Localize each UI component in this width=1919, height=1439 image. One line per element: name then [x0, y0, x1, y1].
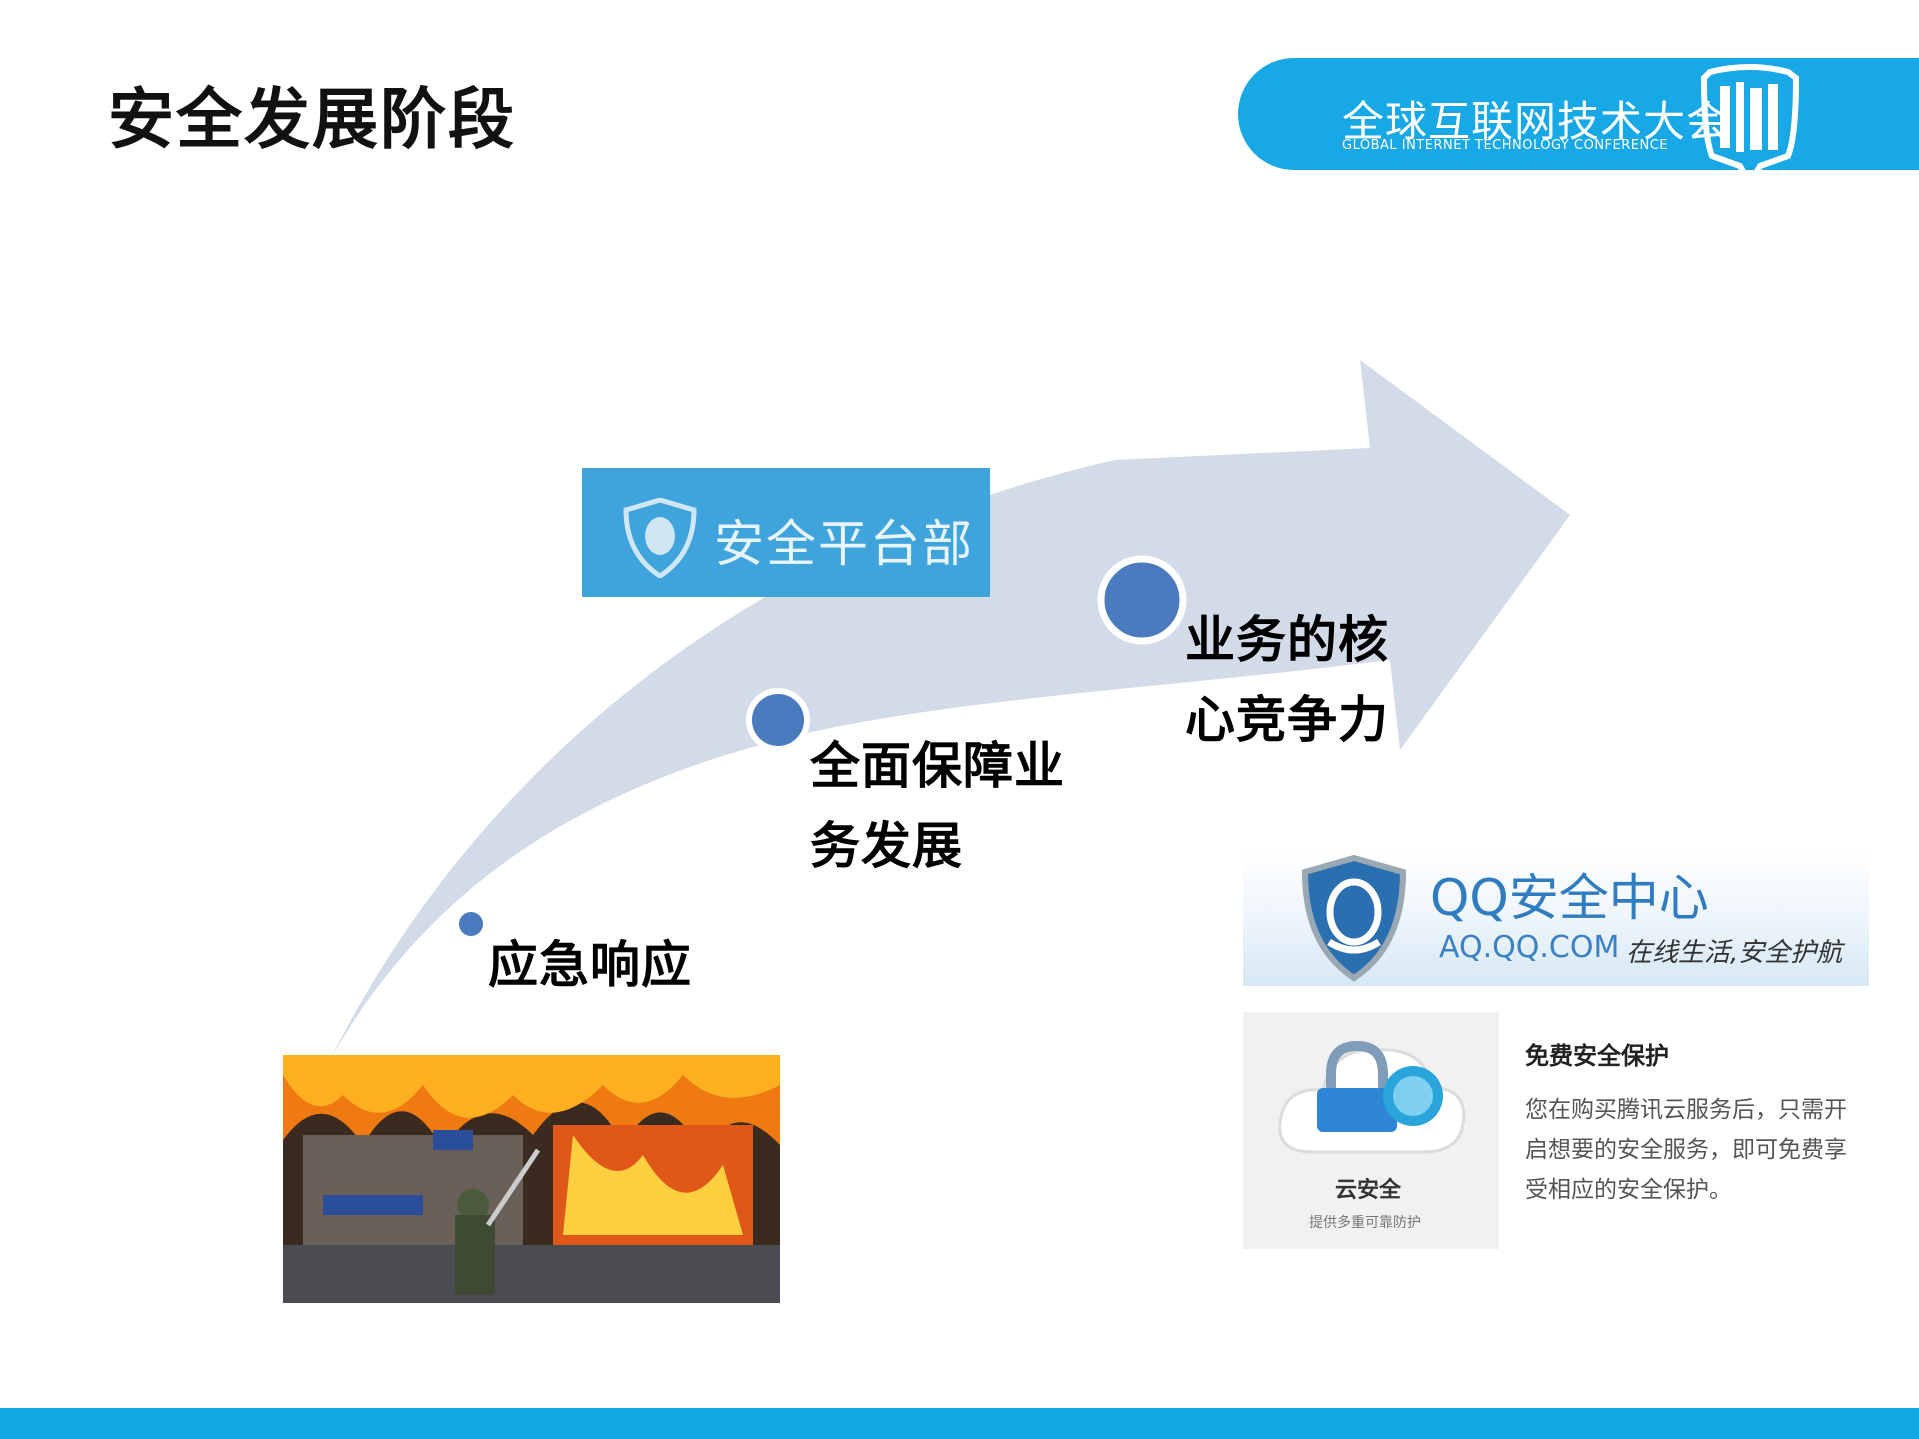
- stage-1-line-1: 应急响应: [488, 936, 692, 994]
- cloud-lock-icon: [1278, 1040, 1466, 1154]
- free-protection-heading: 免费安全保护: [1525, 1042, 1669, 1070]
- stage-dot-3: [1097, 555, 1187, 645]
- stage-dot-2: [746, 688, 810, 752]
- qq-security-center-panel: QQ安全中心 AQ.QQ.COM 在线生活,安全护航: [1243, 850, 1869, 986]
- cloud-security-subtitle: 提供多重可靠防护: [1309, 1215, 1421, 1231]
- conference-subtitle: GLOBAL INTERNET TECHNOLOGY CONFERENCE: [1342, 138, 1668, 153]
- dept-label: 安全平台部: [714, 515, 974, 573]
- free-protection-description: 您在购买腾讯云服务后，只需开启想要的安全服务，即可免费享受相应的安全保护。: [1525, 1097, 1847, 1203]
- conference-name: 全球互联网技术大会: [1342, 97, 1730, 146]
- qq-center-title: QQ安全中心: [1430, 869, 1709, 927]
- qq-center-url: AQ.QQ.COM: [1439, 930, 1620, 965]
- stage-1-label: 应急响应: [488, 925, 692, 1005]
- conference-banner: [1238, 58, 1919, 170]
- stage-3-line-2: 心竞争力: [1185, 691, 1389, 749]
- qq-center-slogan: 在线生活,安全护航: [1626, 938, 1843, 968]
- stage-2-line-2: 务发展: [810, 817, 963, 875]
- cloud-security-name: 云安全: [1335, 1178, 1402, 1203]
- cloud-security-panel: 云安全 提供多重可靠防护: [1243, 1012, 1499, 1249]
- stage-dot-1: [455, 908, 487, 940]
- stage-2-line-1: 全面保障业: [810, 737, 1065, 795]
- arrow-body: [330, 360, 1570, 1060]
- stage-3-line-1: 业务的核: [1185, 611, 1389, 669]
- gitc-logo-icon: [1700, 64, 1800, 170]
- qq-shield-icon: [623, 498, 697, 578]
- stage-3-label: 业务的核 心竞争力: [1185, 600, 1389, 760]
- bottom-accent-bar: [0, 1408, 1919, 1439]
- qq-security-shield-icon: [1301, 854, 1407, 982]
- slide-title: 安全发展阶段: [108, 81, 516, 158]
- fire-emergency-photo: [283, 1055, 780, 1303]
- fire-photo-illustration: [283, 1055, 780, 1303]
- security-platform-dept-box: 安全平台部: [582, 468, 990, 597]
- stage-2-label: 全面保障业 务发展: [810, 726, 1065, 886]
